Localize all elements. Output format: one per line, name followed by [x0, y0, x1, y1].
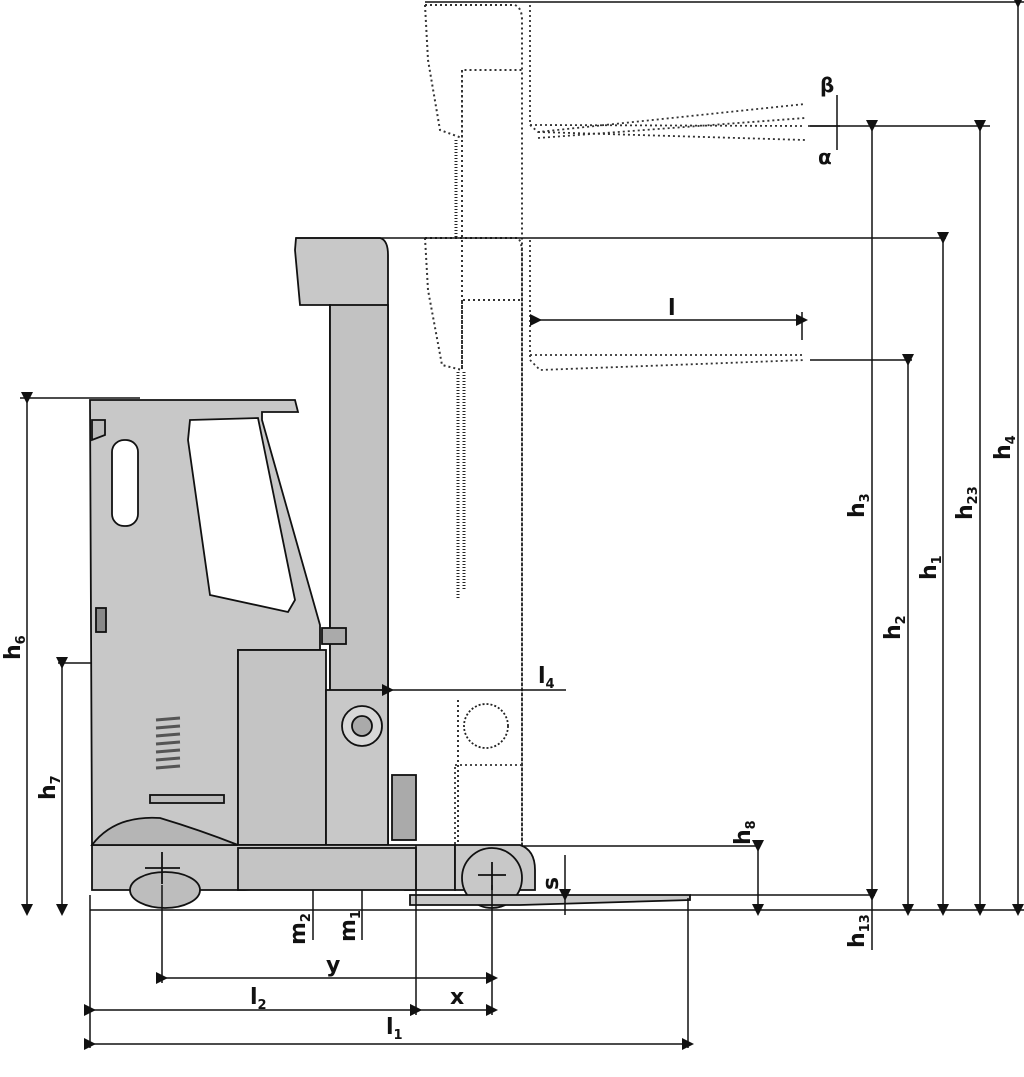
- dimension-lines: [20, 0, 1024, 1050]
- label-l2: l2: [250, 985, 267, 1013]
- raised-mast-outline: [424, 4, 523, 850]
- label-h7: h7: [36, 775, 64, 800]
- label-h4: h4: [991, 435, 1019, 460]
- label-l: l: [668, 296, 676, 321]
- label-m1: m1: [336, 910, 364, 942]
- truck-body: [89, 237, 691, 909]
- label-l4: l4: [538, 664, 555, 692]
- label-y: y: [326, 953, 340, 978]
- carriage-roller: [463, 703, 509, 749]
- label-h8: h8: [731, 820, 759, 845]
- label-beta: β: [820, 73, 834, 97]
- label-h2: h2: [881, 615, 909, 640]
- raised-forks: [529, 5, 806, 141]
- label-x: x: [450, 985, 464, 1010]
- label-l1: l1: [386, 1015, 403, 1043]
- forks-level-h2: [529, 240, 806, 371]
- ground-fork: [409, 894, 691, 906]
- label-h23: h23: [953, 486, 981, 520]
- side-window: [111, 439, 139, 527]
- label-h6: h6: [1, 635, 29, 660]
- label-h3: h3: [845, 493, 873, 518]
- label-h13: h13: [845, 914, 873, 948]
- label-alpha: α: [818, 145, 832, 169]
- mast-chain: [454, 140, 466, 600]
- cab-window: [187, 417, 296, 614]
- rear-wheel: [129, 871, 201, 909]
- vent-grill: [155, 716, 181, 770]
- label-h1: h1: [917, 555, 945, 580]
- dimension-labels: h6 h7 h3 h2 h1 h23 h4 h8 h13 l l4 s m2 m…: [1, 73, 1019, 1043]
- label-m2: m2: [286, 913, 314, 945]
- label-s: s: [539, 877, 564, 890]
